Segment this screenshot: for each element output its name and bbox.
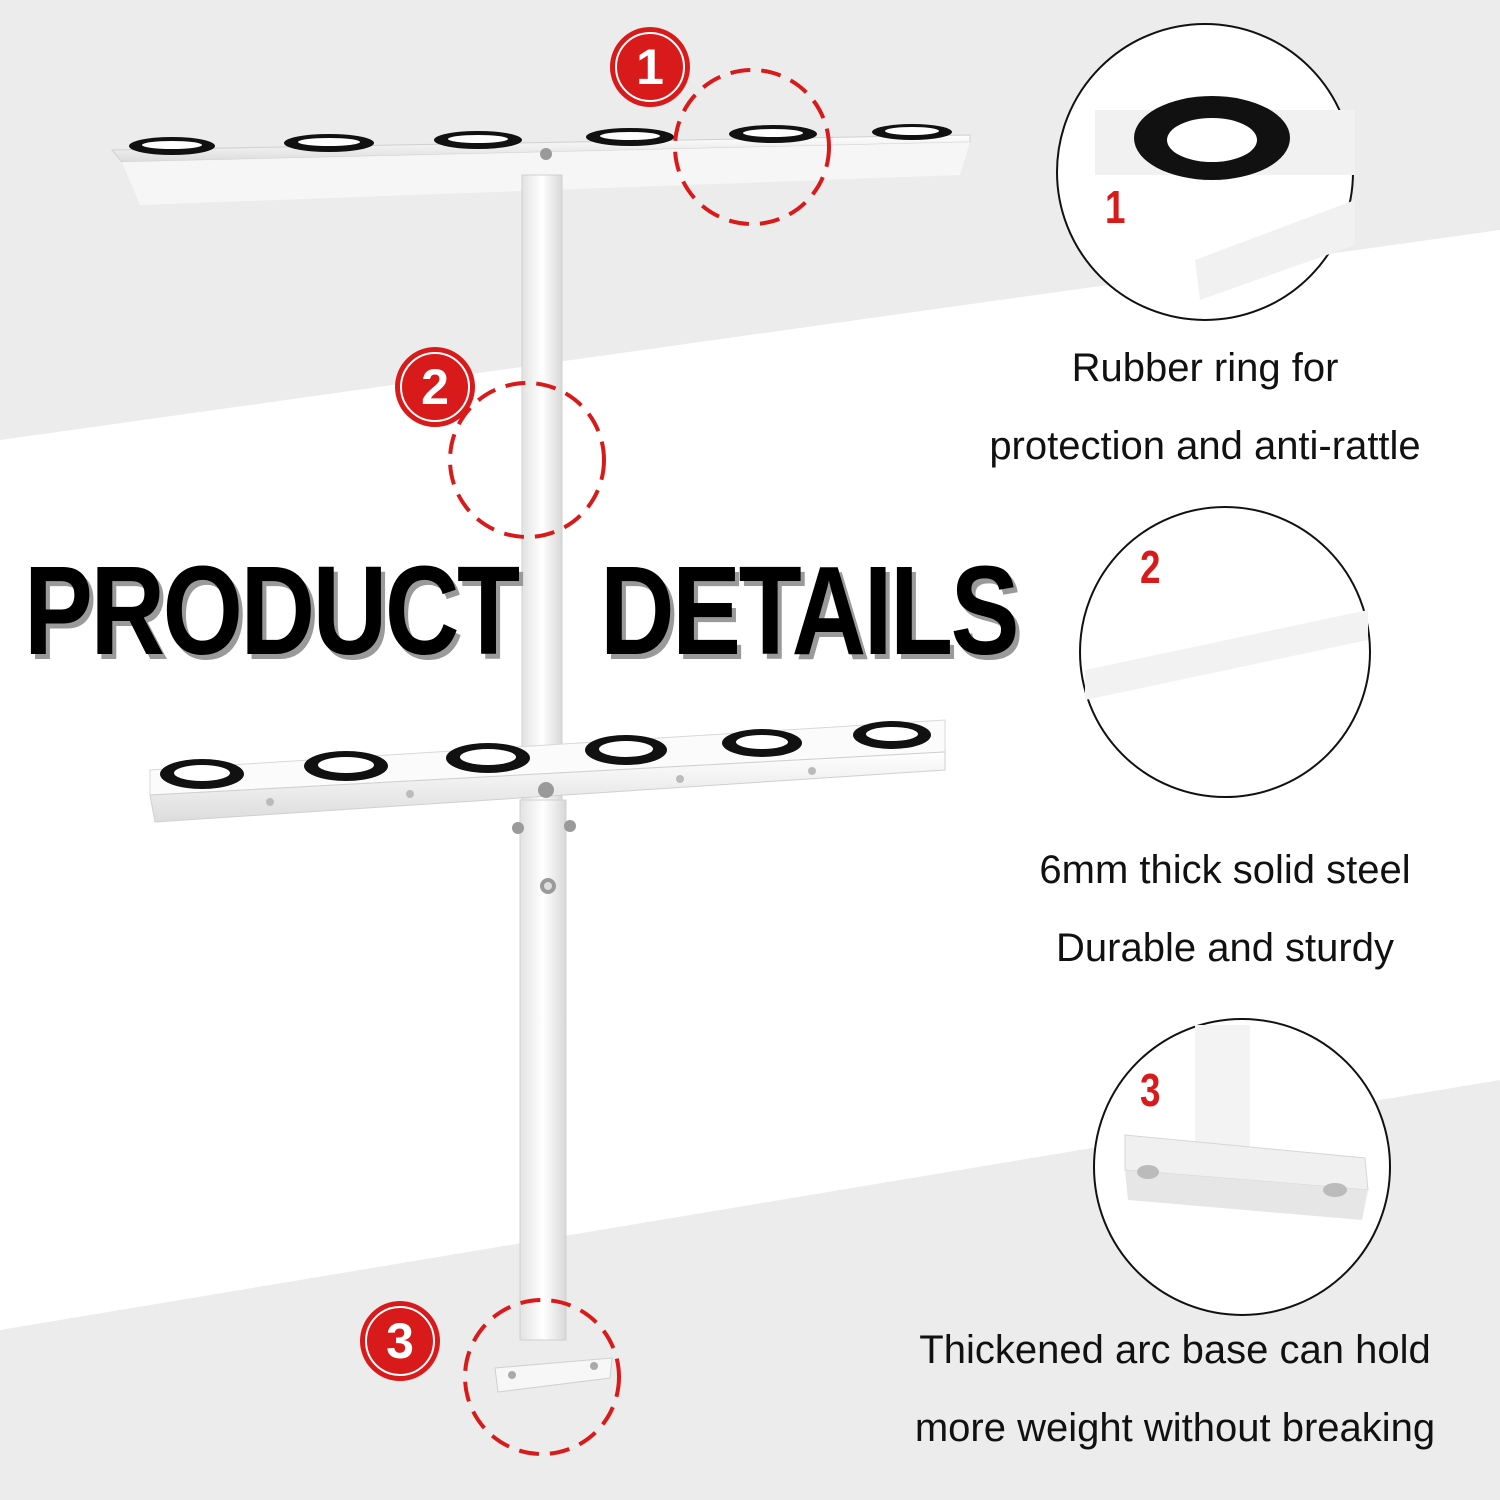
- marker-2: 2: [395, 347, 475, 427]
- lower-rod-bar: [149, 719, 946, 894]
- marker-1: 1: [610, 27, 690, 107]
- callout-circle-2: [448, 381, 606, 539]
- detail-3-caption-line1: Thickened arc base can hold: [919, 1328, 1431, 1372]
- headline-product: PRODUCT: [24, 540, 520, 681]
- headline-details: DETAILS: [600, 540, 1020, 681]
- callout-circle-3: [463, 1298, 621, 1456]
- detail-2-caption-line1: 6mm thick solid steel: [1039, 848, 1411, 892]
- detail-2-caption-line2: Durable and sturdy: [1056, 926, 1394, 970]
- detail-image-2: [1079, 506, 1371, 798]
- marker-2-number: 2: [400, 352, 470, 422]
- marker-3-number: 3: [365, 1306, 435, 1376]
- upper-rod-bar: [110, 124, 971, 205]
- marker-3: 3: [360, 1301, 440, 1381]
- detail-1-caption-line2: protection and anti-rattle: [989, 424, 1421, 468]
- callout-circle-1: [673, 68, 831, 226]
- detail-image-3: [1093, 1018, 1391, 1316]
- detail-3-number: 3: [1140, 1064, 1161, 1116]
- detail-2-number: 2: [1140, 541, 1161, 593]
- upper-pole: [521, 174, 563, 816]
- detail-1-number: 1: [1105, 181, 1126, 233]
- pole-base: [494, 1357, 613, 1393]
- detail-1-caption-line1: Rubber ring for: [1071, 346, 1339, 390]
- detail-3-caption-line2: more weight without breaking: [914, 1406, 1436, 1450]
- marker-1-number: 1: [615, 32, 685, 102]
- detail-image-1: [1056, 23, 1355, 321]
